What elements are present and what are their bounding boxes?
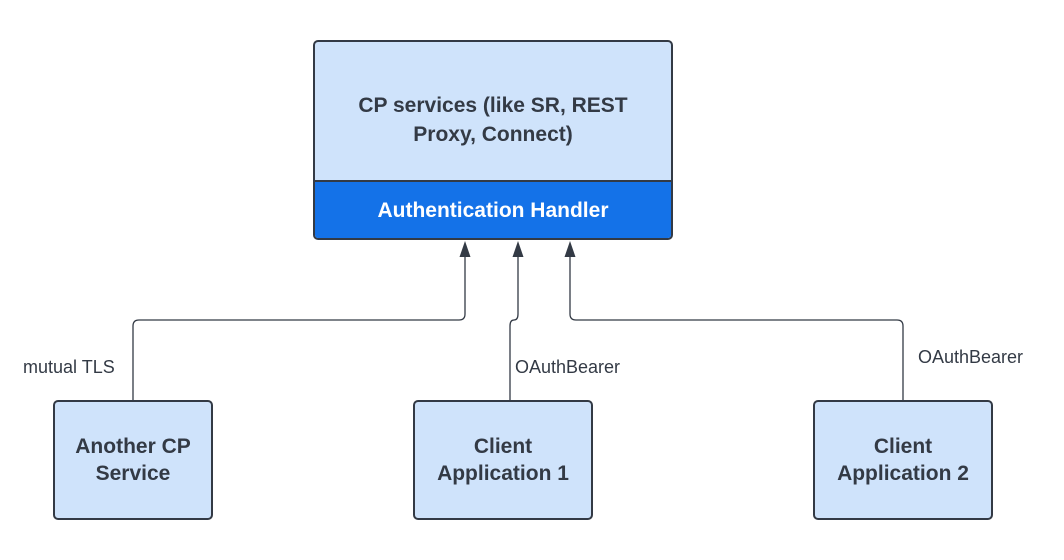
edge-label-mutual-tls: mutual TLS bbox=[23, 357, 115, 377]
cp-services-box: CP services (like SR, REST Proxy, Connec… bbox=[313, 40, 673, 240]
client-application-2-label: Client Application 2 bbox=[837, 435, 969, 485]
arrowhead-icon bbox=[459, 241, 471, 257]
connector-mutual-tls bbox=[132, 256, 466, 400]
another-cp-service-label: Another CP Service bbox=[75, 435, 191, 485]
authentication-handler: Authentication Handler bbox=[315, 180, 671, 238]
arrowhead-icon bbox=[512, 241, 524, 257]
client-application-1-label: Client Application 1 bbox=[437, 435, 569, 485]
client-application-2-box: Client Application 2 bbox=[813, 400, 993, 520]
cp-services-title: CP services (like SR, REST Proxy, Connec… bbox=[358, 94, 628, 146]
connector-oauth-client-1 bbox=[509, 256, 519, 400]
edge-label-oauth-client-2: OAuthBearer bbox=[918, 347, 1024, 367]
another-cp-service-box: Another CP Service bbox=[53, 400, 213, 520]
arrowhead-icon bbox=[564, 241, 576, 257]
client-application-1-box: Client Application 1 bbox=[413, 400, 593, 520]
connector-oauth-client-2 bbox=[569, 256, 904, 400]
edge-label-oauth-client-1: OAuthBearer bbox=[515, 357, 621, 377]
